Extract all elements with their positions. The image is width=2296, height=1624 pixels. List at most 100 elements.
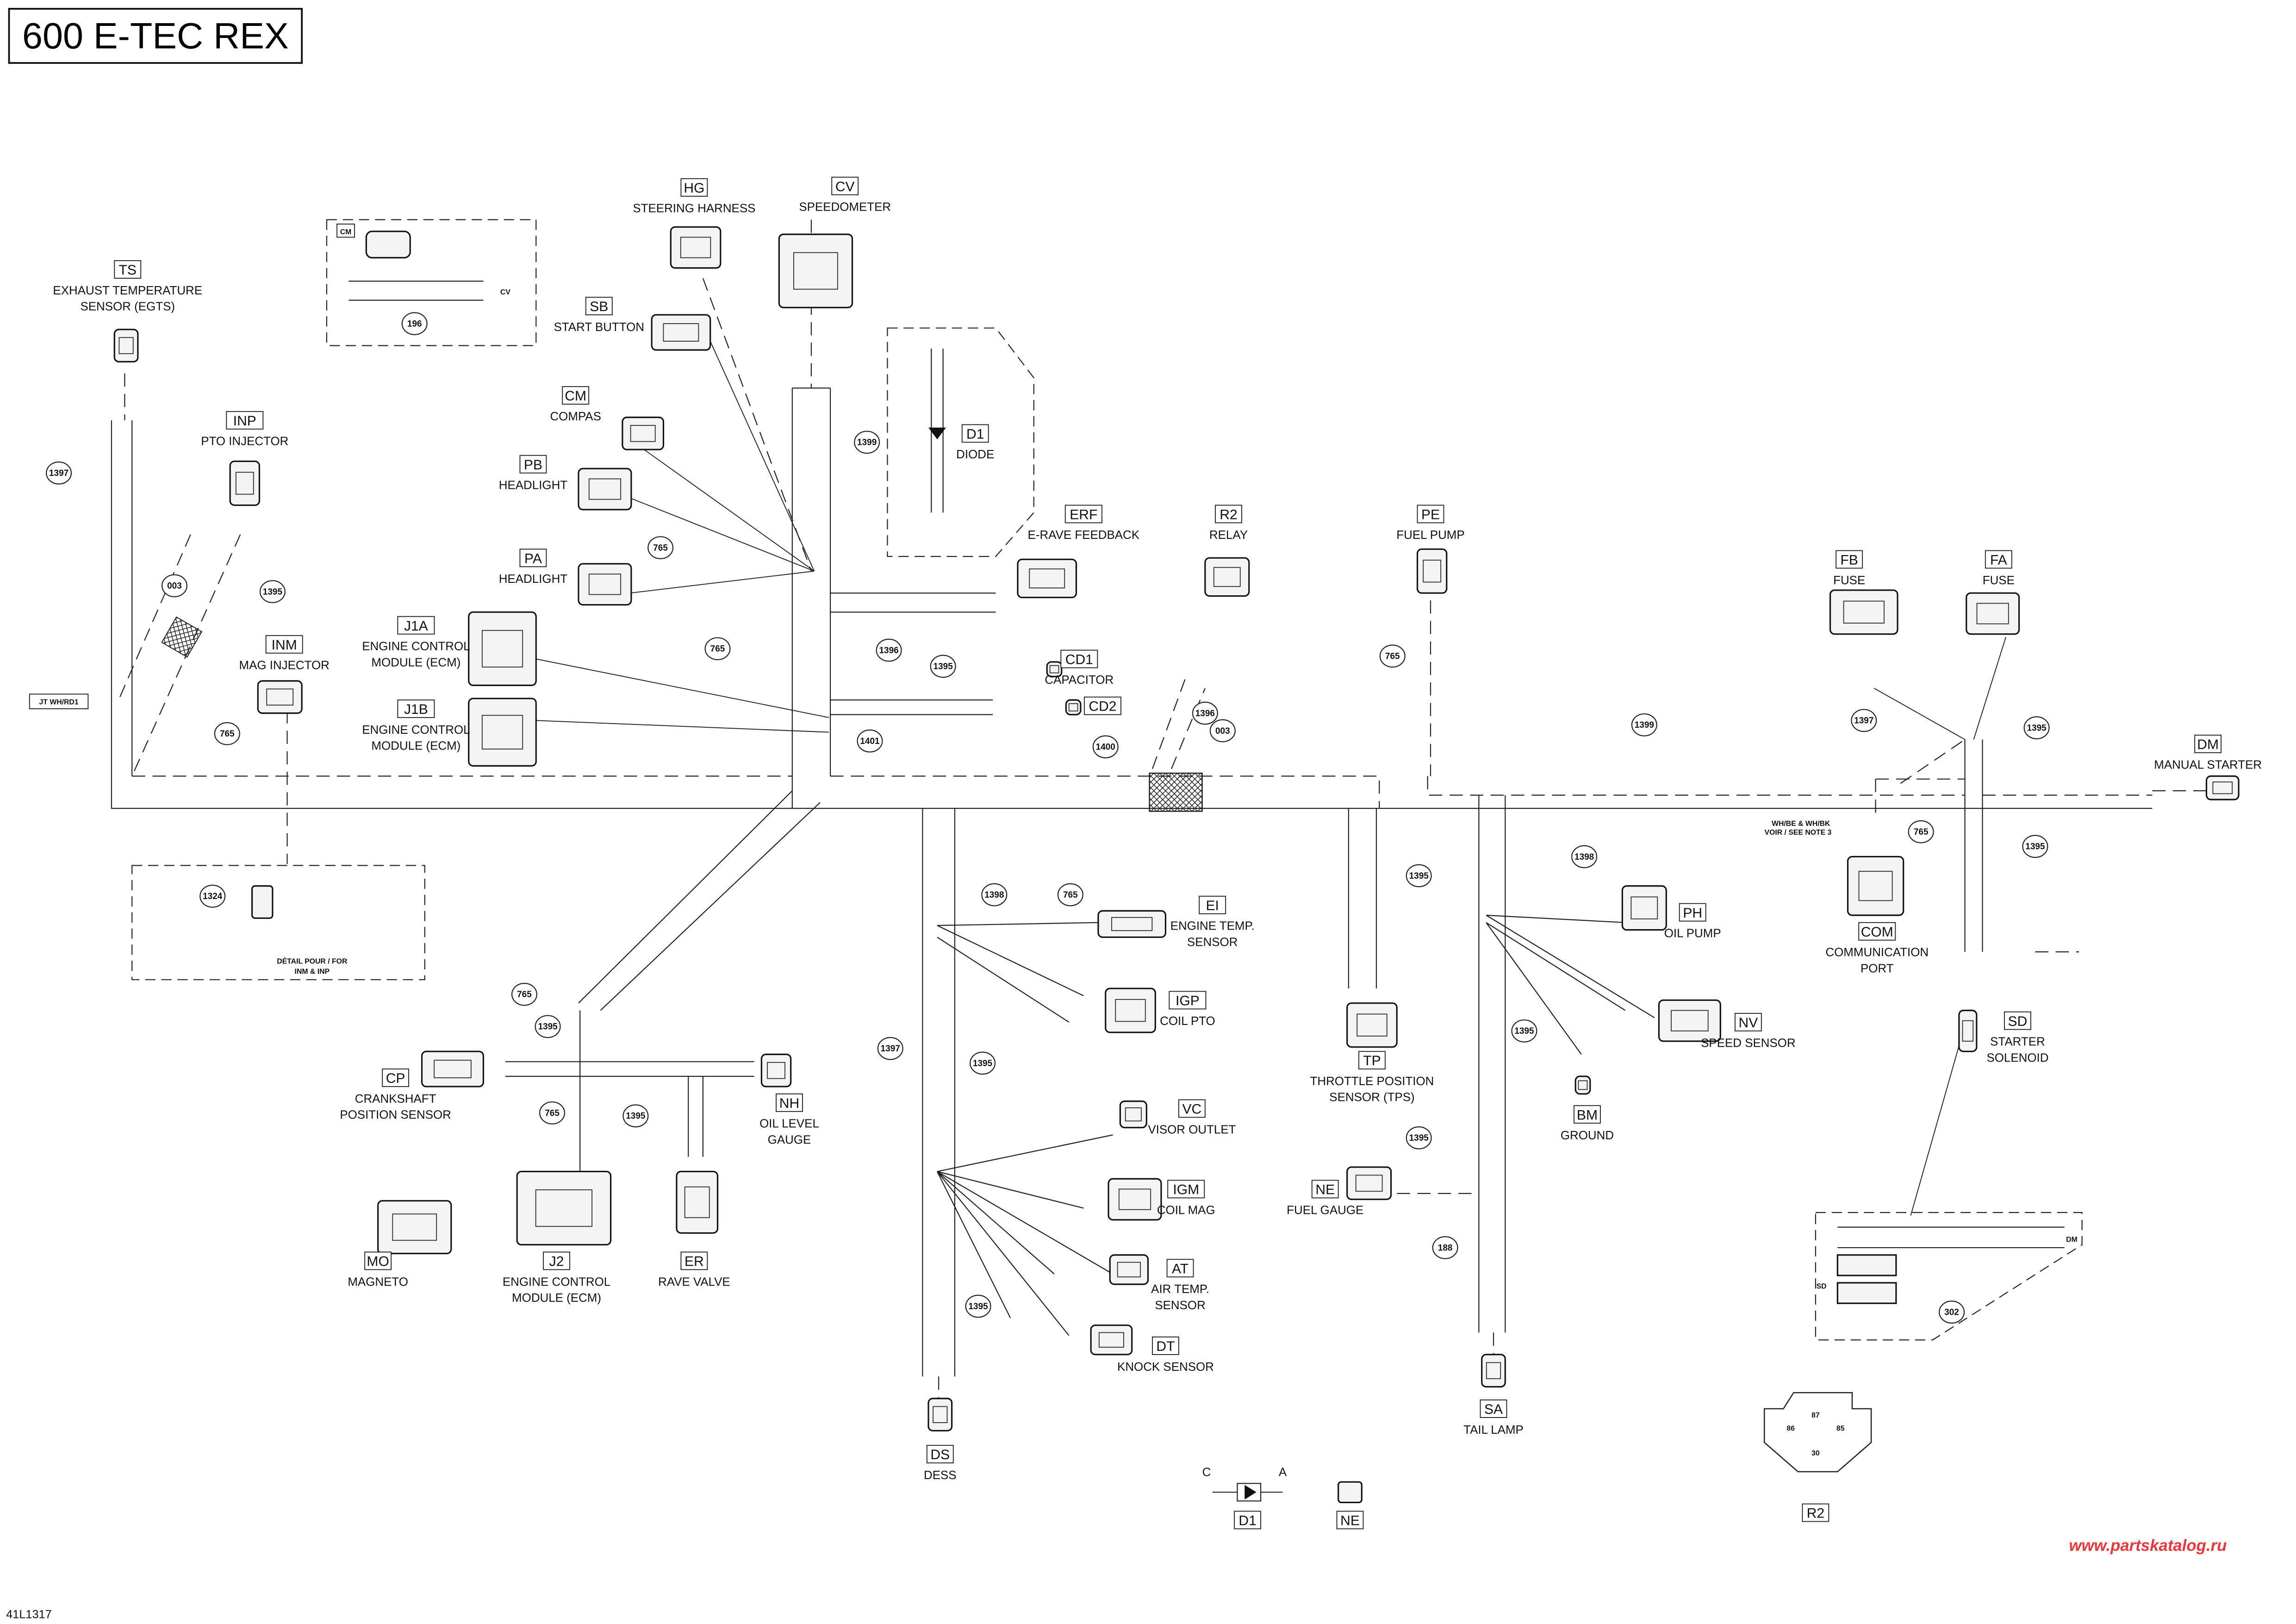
component-code-box [1336,1511,1364,1530]
connector-icon [651,314,711,351]
inset-compas-detail: CM CV [326,219,537,346]
component-label: MODULE (ECM) [371,740,460,753]
callout-number: 1398 [1574,852,1594,862]
relay-pin-86: 86 [1786,1424,1795,1432]
component-code-box [226,411,264,430]
callout-number: 1397 [881,1044,900,1054]
connector-detail-icon [630,425,656,442]
component-code-box [1215,505,1242,524]
component-code: INM [272,637,297,653]
callout-number: 1395 [626,1112,646,1121]
callout-number: 765 [1385,651,1400,661]
connector-icon [927,1398,953,1432]
callout-number: 1399 [1635,720,1654,730]
component-code: DT [1156,1339,1175,1354]
connector-icon [113,329,139,362]
connector-detail-icon [2212,781,2233,794]
callout-number: 1398 [984,890,1004,900]
wire-callout: 765 [704,637,731,661]
component-code-box [680,1251,708,1270]
callout-number: 765 [545,1108,560,1118]
callout-number: 765 [653,543,668,553]
component-cd2-17[interactable]: CD2 [1065,696,1121,716]
component-code-box [1858,922,1896,941]
connector-icon [1105,987,1156,1033]
connector-icon [421,1050,484,1087]
connector-icon [1109,1254,1149,1285]
component-code: NE [1315,1182,1335,1198]
connector-detail-icon [1115,999,1146,1022]
connector-detail-icon [1118,1188,1151,1210]
connector-detail-icon [1630,896,1658,919]
component-ne-41[interactable]: NE [1336,1511,1364,1530]
connector-icon [1621,885,1667,931]
component-code-box [1802,1503,1829,1522]
wire-callout: 1397 [46,461,72,485]
component-code-box [1234,1511,1262,1530]
connector-icon [778,233,853,308]
component-label: OIL LEVEL [759,1118,819,1131]
connector-detail-icon [680,237,711,258]
inset-sd-label: SD [1817,1283,1827,1291]
connector-detail-icon [1117,1262,1141,1278]
wire-callout: 1397 [1851,709,1877,732]
component-d1-40[interactable]: D1 [1234,1511,1262,1530]
component-r2-42[interactable]: R2 [1802,1503,1829,1522]
title-block: 600 E-TEC REX [8,8,303,64]
wire-callout: 1397 [877,1037,903,1060]
component-code-box [114,260,142,279]
component-label: VISOR OUTLET [1148,1123,1236,1136]
component-label: EXHAUST TEMPERATURE [53,284,202,297]
wire-callout: 765 [1379,644,1406,668]
callout-number: 1395 [1409,871,1429,881]
component-code: AT [1172,1261,1188,1276]
component-code: CD2 [1089,699,1116,714]
component-label: FUEL PUMP [1396,529,1464,542]
component-code: ER [684,1254,704,1269]
component-code-box [776,1093,803,1112]
callout-number: 765 [710,644,725,654]
component-code: IGP [1176,993,1200,1009]
connector-detail-icon [1125,1107,1142,1122]
component-label: SENSOR [1187,936,1238,949]
